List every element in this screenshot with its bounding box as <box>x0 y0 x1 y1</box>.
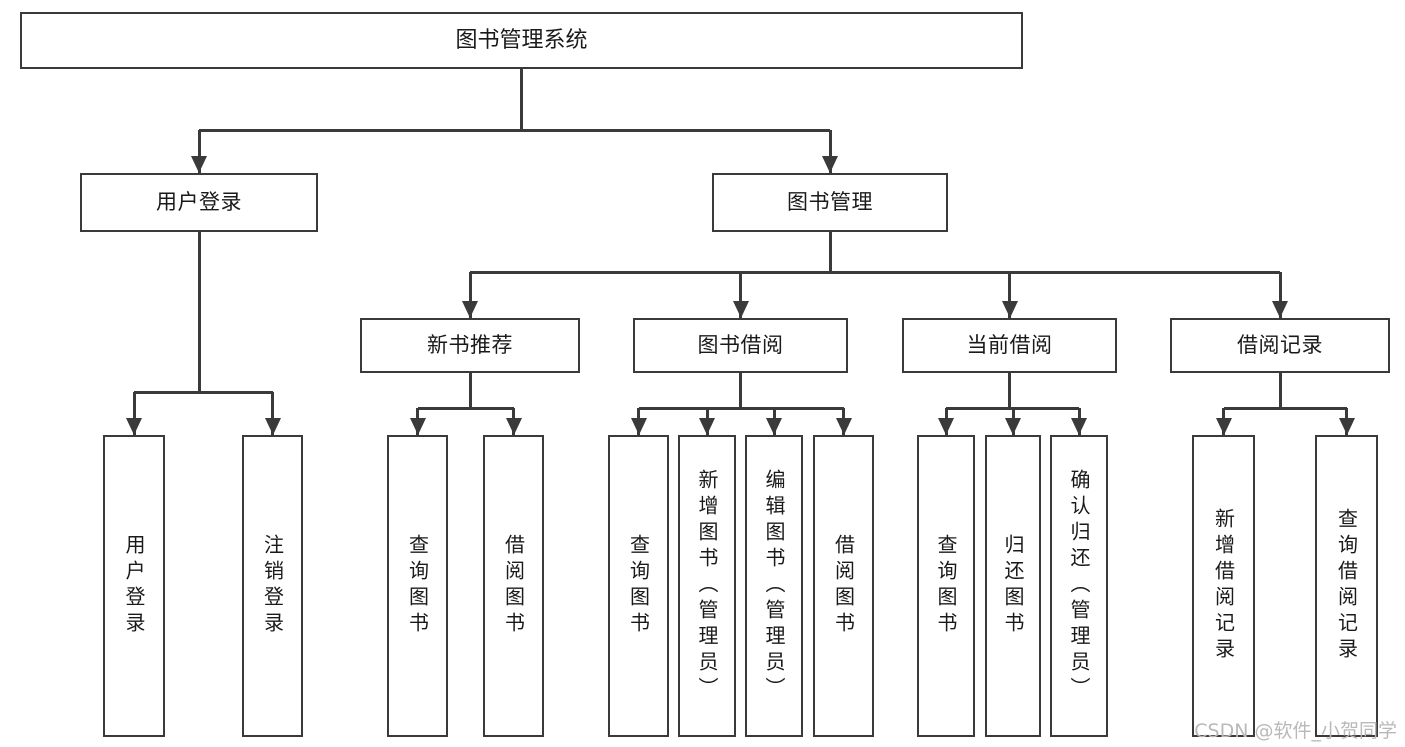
node-label: 查询图书 <box>626 534 651 638</box>
arrowhead-leaf-1-3 <box>835 418 852 435</box>
arrowhead-records <box>1272 301 1288 318</box>
node-label: 图书借阅 <box>697 333 784 358</box>
connector-stem-2 <box>1008 373 1011 408</box>
connector-root-stem <box>520 69 523 130</box>
leaf-borrow-books[interactable]: 借阅图书 <box>813 435 874 737</box>
leaf-query-books-borrow[interactable]: 查询图书 <box>608 435 669 737</box>
connector-stem-1 <box>739 373 742 408</box>
connector-bookmgmt-to-borrow <box>739 272 742 318</box>
leaf-add-book-admin[interactable]: 新增图书（管理员） <box>678 435 736 737</box>
node-label: 查询图书 <box>405 534 430 638</box>
arrowhead-login-leaf-1 <box>264 418 281 435</box>
arrowhead-leaf-1-1 <box>699 418 715 435</box>
connector-bookmgmt-stem <box>828 232 832 272</box>
node-label: 图书管理系统 <box>455 27 588 53</box>
node-label: 用户登录 <box>156 190 242 215</box>
leaf-query-books-new[interactable]: 查询图书 <box>387 435 448 737</box>
arrowhead-leaf-1-2 <box>766 418 782 435</box>
connector-login-to-leaf-1 <box>271 392 274 435</box>
connector-root-to-login <box>197 130 201 173</box>
leaf-query-borrow-record[interactable]: 查询借阅记录 <box>1315 435 1378 737</box>
connector-bookmgmt-bus <box>470 270 1280 274</box>
node-label: 查询图书 <box>934 534 958 638</box>
leaf-return-books[interactable]: 归还图书 <box>985 435 1041 737</box>
node-label: 新增图书（管理员） <box>695 469 719 703</box>
arrowhead-leaf-3-0 <box>1215 418 1232 435</box>
node-label: 确认归还（管理员） <box>1067 469 1091 703</box>
arrowhead-leaf-2-1 <box>1005 418 1021 435</box>
arrowhead-leaf-2-0 <box>938 418 954 435</box>
arrowhead-current <box>1001 301 1018 318</box>
node-current-borrowing[interactable]: 当前借阅 <box>902 318 1117 373</box>
connector-login-stem <box>197 232 201 392</box>
node-new-book-recommend[interactable]: 新书推荐 <box>360 318 580 373</box>
node-label: 注销登录 <box>260 534 285 638</box>
arrowhead-to-login <box>191 156 207 173</box>
connector-stem-3 <box>1278 373 1282 408</box>
connector-bus-3 <box>1223 406 1347 410</box>
node-label: 借阅图书 <box>831 534 856 638</box>
arrowhead-borrow <box>732 301 749 318</box>
node-label: 新增借阅记录 <box>1211 508 1236 664</box>
leaf-confirm-return-admin[interactable]: 确认归还（管理员） <box>1050 435 1108 737</box>
connector-root-bus <box>199 128 830 132</box>
connector-bus-0 <box>417 406 514 410</box>
connector-bookmgmt-to-current <box>1008 272 1011 318</box>
node-root-system[interactable]: 图书管理系统 <box>20 12 1023 69</box>
arrowhead-leaf-0-1 <box>505 418 522 435</box>
connector-root-to-bookmgmt <box>828 130 832 173</box>
node-book-management[interactable]: 图书管理 <box>712 173 948 232</box>
node-book-borrowing[interactable]: 图书借阅 <box>633 318 848 373</box>
connector-bookmgmt-to-records <box>1278 272 1282 318</box>
leaf-logout[interactable]: 注销登录 <box>242 435 303 737</box>
leaf-add-borrow-record[interactable]: 新增借阅记录 <box>1192 435 1255 737</box>
node-label: 编辑图书（管理员） <box>762 469 786 703</box>
node-label: 新书推荐 <box>427 333 513 358</box>
watermark-text: CSDN @软件_小贺同学 <box>1194 720 1397 742</box>
node-user-login[interactable]: 用户登录 <box>80 173 318 232</box>
leaf-edit-book-admin[interactable]: 编辑图书（管理员） <box>745 435 803 737</box>
arrowhead-leaf-0-0 <box>409 418 426 435</box>
connector-stem-0 <box>468 373 472 408</box>
node-borrow-records[interactable]: 借阅记录 <box>1170 318 1390 373</box>
leaf-user-login[interactable]: 用户登录 <box>103 435 165 737</box>
arrowhead-leaf-3-1 <box>1338 418 1355 435</box>
connector-login-to-leaf-0 <box>132 392 136 435</box>
leaf-query-books-current[interactable]: 查询图书 <box>917 435 975 737</box>
arrowhead-leaf-1-0 <box>630 418 647 435</box>
node-label: 用户登录 <box>122 534 146 638</box>
arrowhead-login-leaf-0 <box>126 418 142 435</box>
connector-login-bus <box>134 390 273 394</box>
connector-bookmgmt-to-newbooks <box>468 272 472 318</box>
node-label: 当前借阅 <box>966 333 1053 358</box>
node-label: 借阅图书 <box>501 534 526 638</box>
node-label: 图书管理 <box>787 190 873 215</box>
leaf-borrow-books-new[interactable]: 借阅图书 <box>483 435 544 737</box>
arrowhead-leaf-2-2 <box>1071 418 1087 435</box>
node-label: 查询借阅记录 <box>1334 508 1359 664</box>
node-label: 归还图书 <box>1001 534 1025 638</box>
connector-bus-1 <box>638 406 844 410</box>
arrowhead-to-bookmgmt <box>822 156 838 173</box>
node-label: 借阅记录 <box>1237 333 1323 358</box>
arrowhead-newbooks <box>462 301 478 318</box>
